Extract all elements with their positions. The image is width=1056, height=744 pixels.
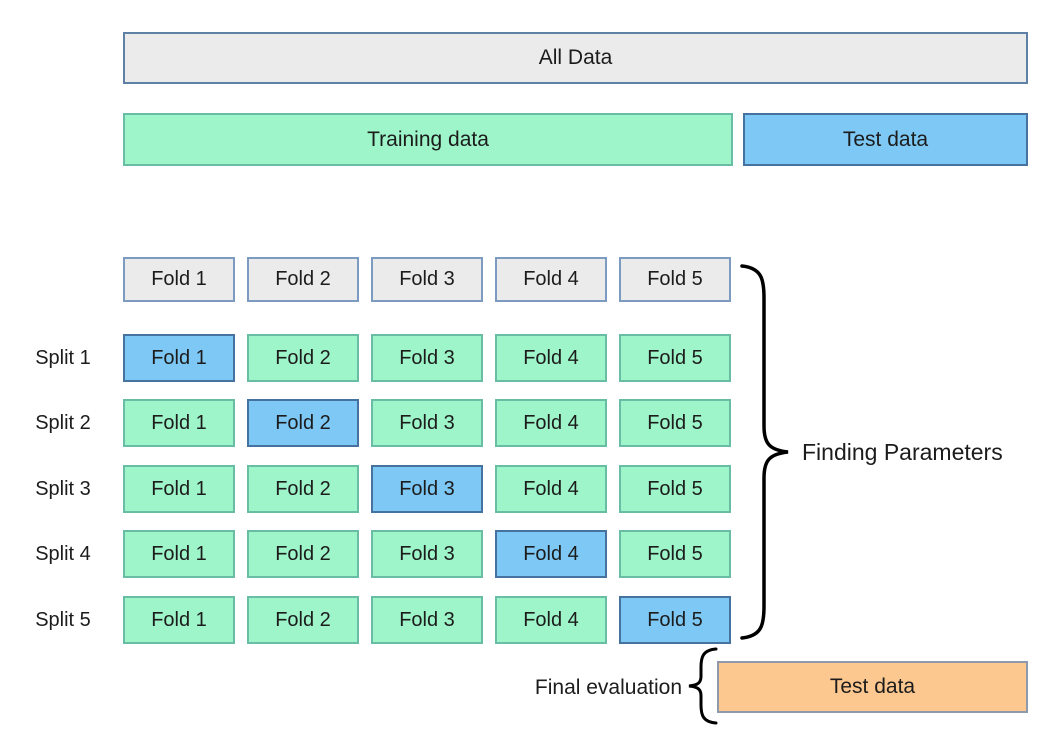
- fold-header-2: Fold 2: [247, 257, 359, 302]
- split-label-text: Split 4: [35, 542, 91, 565]
- split-5-label: Split 5: [18, 596, 108, 644]
- fold-header-label: Fold 2: [275, 268, 331, 290]
- split-2-label: Split 2: [18, 399, 108, 447]
- fold-cell-label: Fold 4: [523, 477, 579, 500]
- split-3-fold-2: Fold 2: [247, 465, 359, 513]
- all-data-label: All Data: [538, 46, 613, 69]
- split-4-fold-1: Fold 1: [123, 530, 235, 578]
- split-3-fold-5: Fold 5: [619, 465, 731, 513]
- final-evaluation-brace: [688, 647, 718, 725]
- fold-cell-label: Fold 4: [523, 411, 579, 434]
- split-5-fold-1: Fold 1: [123, 596, 235, 644]
- training-data-bar: Training data: [123, 113, 733, 166]
- split-5-fold-4: Fold 4: [495, 596, 607, 644]
- fold-cell-label: Fold 1: [151, 346, 207, 369]
- fold-header-label: Fold 4: [523, 268, 579, 290]
- fold-cell-label: Fold 2: [275, 411, 331, 434]
- split-2-fold-3: Fold 3: [371, 399, 483, 447]
- fold-cell-label: Fold 3: [399, 477, 455, 500]
- fold-cell-label: Fold 2: [275, 608, 331, 631]
- fold-cell-label: Fold 5: [647, 346, 703, 369]
- finding-parameters-label: Finding Parameters: [802, 439, 1003, 465]
- split-4-fold-5: Fold 5: [619, 530, 731, 578]
- training-data-label: Training data: [367, 127, 489, 151]
- split-label-text: Split 2: [35, 411, 91, 434]
- split-label-text: Split 1: [35, 346, 91, 369]
- split-3-fold-1: Fold 1: [123, 465, 235, 513]
- test-data-label: Test data: [842, 127, 929, 151]
- split-5-fold-5-test: Fold 5: [619, 596, 731, 644]
- fold-header-3: Fold 3: [371, 257, 483, 302]
- fold-cell-label: Fold 5: [647, 542, 703, 565]
- final-test-data-label: Test data: [829, 675, 916, 698]
- split-5-fold-3: Fold 3: [371, 596, 483, 644]
- split-1-label: Split 1: [18, 334, 108, 382]
- fold-cell-label: Fold 1: [151, 608, 207, 631]
- split-label-text: Split 3: [35, 477, 91, 500]
- split-4-fold-4-test: Fold 4: [495, 530, 607, 578]
- fold-cell-label: Fold 3: [399, 346, 455, 369]
- fold-header-1: Fold 1: [123, 257, 235, 302]
- fold-cell-label: Fold 3: [399, 608, 455, 631]
- split-4-fold-3: Fold 3: [371, 530, 483, 578]
- fold-cell-label: Fold 2: [275, 477, 331, 500]
- split-2-fold-4: Fold 4: [495, 399, 607, 447]
- fold-cell-label: Fold 1: [151, 542, 207, 565]
- split-4-fold-2: Fold 2: [247, 530, 359, 578]
- fold-cell-label: Fold 1: [151, 411, 207, 434]
- fold-header-label: Fold 5: [647, 268, 703, 290]
- fold-cell-label: Fold 2: [275, 542, 331, 565]
- test-data-bar: Test data: [743, 113, 1028, 166]
- split-1-fold-5: Fold 5: [619, 334, 731, 382]
- fold-cell-label: Fold 1: [151, 477, 207, 500]
- finding-parameters-brace: [740, 264, 789, 640]
- fold-header-5: Fold 5: [619, 257, 731, 302]
- fold-cell-label: Fold 5: [647, 411, 703, 434]
- all-data-bar: All Data: [123, 32, 1028, 84]
- fold-cell-label: Fold 3: [399, 411, 455, 434]
- split-4-label: Split 4: [18, 530, 108, 578]
- fold-cell-label: Fold 5: [647, 477, 703, 500]
- final-evaluation-label: Final evaluation: [534, 676, 682, 699]
- fold-header-label: Fold 1: [151, 268, 207, 290]
- split-2-fold-2-test: Fold 2: [247, 399, 359, 447]
- split-label-text: Split 5: [35, 608, 91, 631]
- split-1-fold-2: Fold 2: [247, 334, 359, 382]
- fold-cell-label: Fold 4: [523, 542, 579, 565]
- fold-header-label: Fold 3: [399, 268, 455, 290]
- split-2-fold-5: Fold 5: [619, 399, 731, 447]
- fold-cell-label: Fold 2: [275, 346, 331, 369]
- split-3-fold-4: Fold 4: [495, 465, 607, 513]
- fold-cell-label: Fold 5: [647, 608, 703, 631]
- fold-header-4: Fold 4: [495, 257, 607, 302]
- fold-cell-label: Fold 4: [523, 608, 579, 631]
- split-2-fold-1: Fold 1: [123, 399, 235, 447]
- split-1-fold-1-test: Fold 1: [123, 334, 235, 382]
- final-test-data-box: Test data: [717, 661, 1028, 713]
- split-1-fold-4: Fold 4: [495, 334, 607, 382]
- split-5-fold-2: Fold 2: [247, 596, 359, 644]
- fold-cell-label: Fold 3: [399, 542, 455, 565]
- fold-cell-label: Fold 4: [523, 346, 579, 369]
- split-1-fold-3: Fold 3: [371, 334, 483, 382]
- split-3-fold-3-test: Fold 3: [371, 465, 483, 513]
- split-3-label: Split 3: [18, 465, 108, 513]
